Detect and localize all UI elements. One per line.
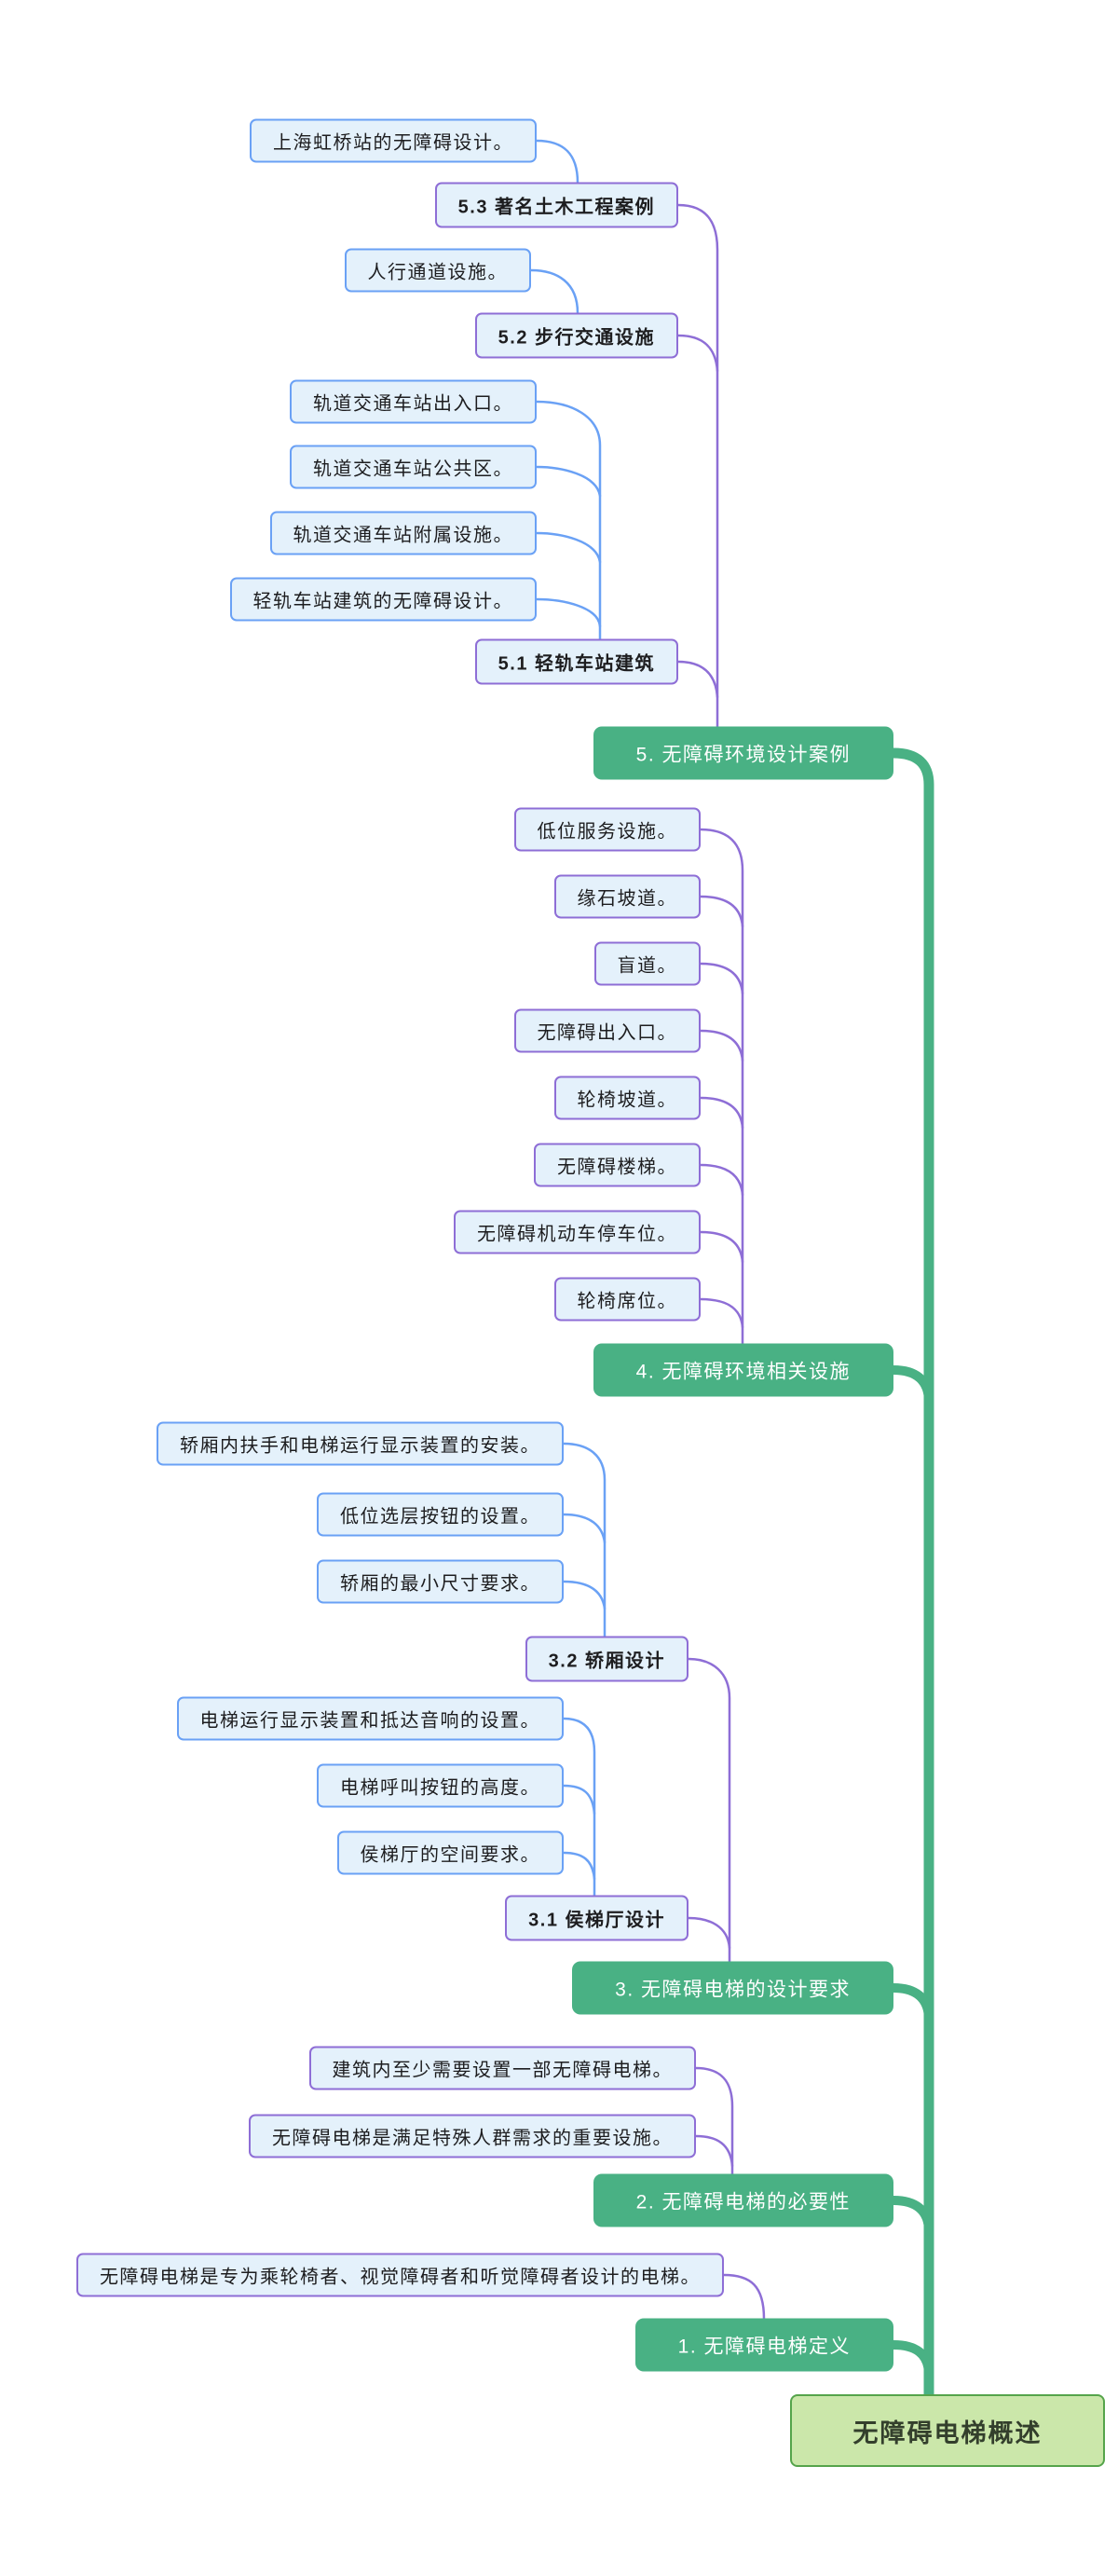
connector-edge bbox=[676, 203, 719, 729]
connector-edge bbox=[535, 400, 602, 641]
node-l313[interactable]: 侯梯厅的空间要求。 bbox=[336, 1830, 564, 1875]
node-s31[interactable]: 3.1 侯梯厅设计 bbox=[505, 1895, 689, 1941]
node-i42[interactable]: 缘石坡道。 bbox=[553, 874, 701, 919]
connector-edge bbox=[535, 465, 602, 498]
node-l312[interactable]: 电梯呼叫按钮的高度。 bbox=[317, 1763, 564, 1808]
node-l512[interactable]: 轨道交通车站公共区。 bbox=[290, 445, 537, 489]
node-l322[interactable]: 低位选层按钮的设置。 bbox=[317, 1492, 564, 1537]
node-i43[interactable]: 盲道。 bbox=[593, 941, 701, 986]
connector-edge bbox=[699, 1029, 744, 1062]
node-l521[interactable]: 人行通道设施。 bbox=[344, 248, 531, 293]
node-l111[interactable]: 无障碍电梯是专为乘轮椅者、视觉障碍者和听觉障碍者设计的电梯。 bbox=[76, 2253, 724, 2297]
connector-edge bbox=[535, 597, 602, 628]
connector-edge bbox=[562, 1513, 607, 1544]
node-l311[interactable]: 电梯运行显示装置和抵达音响的设置。 bbox=[176, 1696, 564, 1741]
node-i41[interactable]: 低位服务设施。 bbox=[513, 807, 701, 852]
node-i22[interactable]: 无障碍电梯是满足特殊人群需求的重要设施。 bbox=[249, 2114, 696, 2158]
connector-edge bbox=[562, 1580, 607, 1610]
connector-edge bbox=[699, 962, 744, 995]
node-i46[interactable]: 无障碍楼梯。 bbox=[534, 1143, 701, 1187]
connector-edge bbox=[699, 895, 744, 928]
node-s32[interactable]: 3.2 轿厢设计 bbox=[525, 1636, 689, 1682]
node-i44[interactable]: 无障碍出入口。 bbox=[513, 1008, 701, 1053]
node-l323[interactable]: 轿厢的最小尺寸要求。 bbox=[317, 1559, 564, 1604]
node-l511[interactable]: 轨道交通车站出入口。 bbox=[290, 379, 537, 424]
connector-edge bbox=[694, 2066, 734, 2176]
connector-edge bbox=[699, 1096, 744, 1130]
connector-edge bbox=[694, 2134, 734, 2168]
node-i47[interactable]: 无障碍机动车停车位。 bbox=[454, 1210, 701, 1254]
node-s53[interactable]: 5.3 著名土木工程案例 bbox=[434, 182, 678, 228]
node-sec1[interactable]: 1. 无障碍电梯定义 bbox=[634, 2318, 893, 2372]
node-s51[interactable]: 5.1 轻轨车站建筑 bbox=[474, 638, 678, 685]
connector-edge bbox=[699, 828, 744, 1346]
connector-edge bbox=[722, 2273, 766, 2321]
connector-edge bbox=[562, 1442, 607, 1638]
connector-edge bbox=[676, 334, 719, 373]
connector-edge bbox=[562, 1851, 596, 1881]
connector-edge bbox=[699, 1230, 744, 1264]
node-sec5[interactable]: 5. 无障碍环境设计案例 bbox=[593, 726, 893, 780]
connector-edge bbox=[535, 531, 602, 564]
connector-edge bbox=[676, 660, 719, 699]
node-i48[interactable]: 轮椅席位。 bbox=[553, 1277, 701, 1322]
connector-edge bbox=[889, 1365, 934, 1406]
connector-edge bbox=[888, 747, 934, 2401]
connector-edge bbox=[889, 1983, 934, 2024]
connector-edge bbox=[529, 268, 579, 315]
connector-edge bbox=[699, 1297, 744, 1329]
connector-edge bbox=[535, 139, 579, 185]
connector-edge bbox=[889, 2340, 934, 2379]
node-l531[interactable]: 上海虹桥站的无障碍设计。 bbox=[250, 118, 537, 163]
node-sec4[interactable]: 4. 无障碍环境相关设施 bbox=[593, 1343, 893, 1397]
connector-edge bbox=[687, 1657, 731, 1964]
node-i21[interactable]: 建筑内至少需要设置一部无障碍电梯。 bbox=[308, 2046, 696, 2090]
node-sec2[interactable]: 2. 无障碍电梯的必要性 bbox=[593, 2173, 893, 2227]
node-i45[interactable]: 轮椅坡道。 bbox=[553, 1076, 701, 1120]
connector-edge bbox=[687, 1916, 731, 1950]
connector-edge bbox=[562, 1717, 596, 1898]
node-sec3[interactable]: 3. 无障碍电梯的设计要求 bbox=[572, 1961, 893, 2015]
connector-edge bbox=[699, 1163, 744, 1197]
node-s52[interactable]: 5.2 步行交通设施 bbox=[474, 312, 678, 359]
connector-edge bbox=[889, 2196, 934, 2236]
node-root[interactable]: 无障碍电梯概述 bbox=[790, 2394, 1105, 2467]
node-l321[interactable]: 轿厢内扶手和电梯运行显示装置的安装。 bbox=[157, 1421, 564, 1466]
node-l513[interactable]: 轨道交通车站附属设施。 bbox=[269, 511, 537, 555]
connector-edge bbox=[562, 1784, 596, 1816]
node-l514[interactable]: 轻轨车站建筑的无障碍设计。 bbox=[229, 577, 537, 622]
